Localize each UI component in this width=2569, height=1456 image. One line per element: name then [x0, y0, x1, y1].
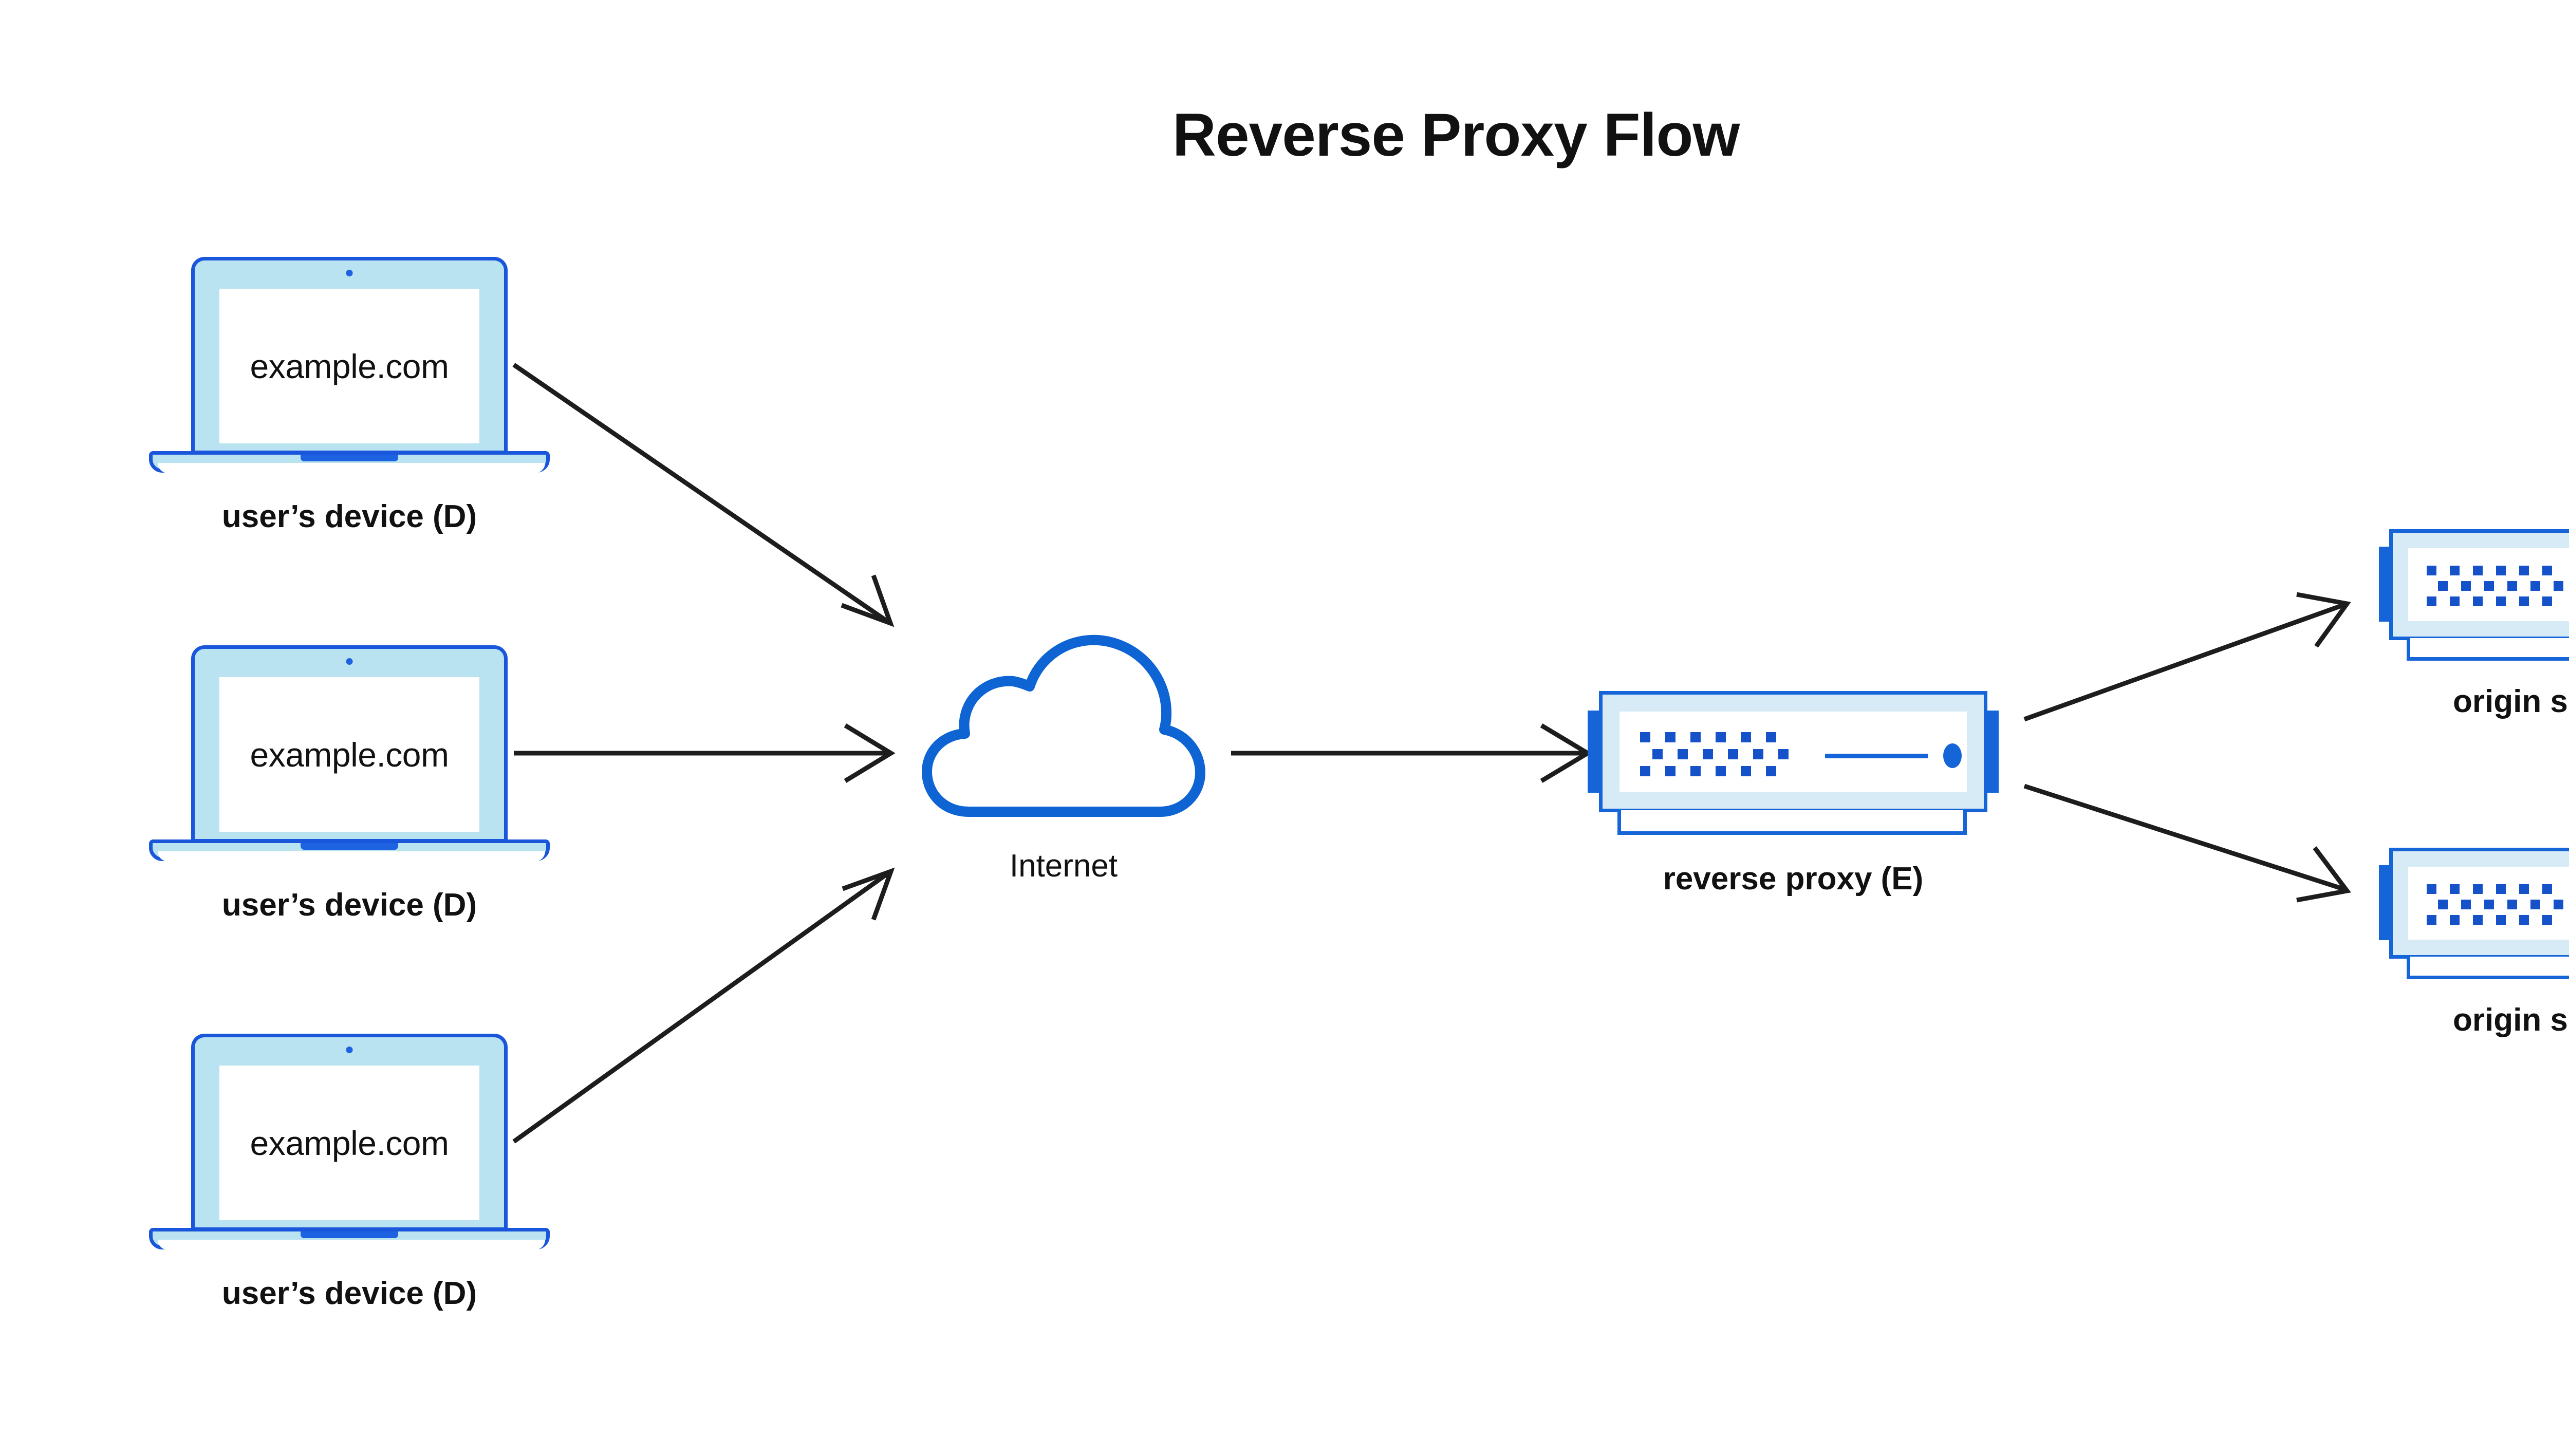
node-label-user-device-bottom: user’s device (D) [221, 1276, 477, 1311]
laptop-base-underside [158, 463, 545, 473]
edge-proxy-to-origin-top [2023, 603, 2344, 722]
screen-url-text: example.com [250, 1124, 450, 1162]
laptop-icon: example.com [149, 645, 550, 862]
laptop-lid: example.com [191, 257, 508, 454]
camera-icon [346, 270, 353, 276]
screen-url-text: example.com [250, 347, 450, 385]
edge-proxy-to-origin-bottom [2023, 783, 2344, 891]
node-label-user-device-top: user’s device (D) [221, 499, 477, 534]
laptop-icon: example.com [149, 1034, 550, 1250]
camera-icon [346, 1047, 353, 1053]
node-label-reverse-proxy: reverse proxy (E) [1663, 861, 1924, 897]
server-chassis [1599, 691, 1987, 812]
laptop-base [149, 451, 550, 473]
server-chassis [2389, 848, 2569, 959]
laptop-icon: example.com [149, 257, 550, 473]
laptop-screen: example.com [219, 677, 479, 832]
node-user-device-middle[interactable]: example.com user’s device (D) [149, 645, 550, 923]
server-shelf [2407, 638, 2569, 661]
laptop-screen: example.com [219, 289, 479, 443]
laptop-base [149, 839, 550, 862]
laptop-notch [301, 843, 398, 850]
edge-device-top-to-internet [512, 363, 889, 624]
server-shelf [1617, 810, 1967, 835]
arrowhead-device-top-to-internet [841, 574, 895, 627]
node-user-device-top[interactable]: example.com user’s device (D) [149, 257, 550, 534]
laptop-base [149, 1228, 550, 1250]
server-ports [2427, 566, 2569, 613]
node-label-origin-server-bottom: origin server (F) [2453, 1002, 2569, 1038]
arrowhead-proxy-to-origin-top [2296, 592, 2351, 648]
server-chassis [2389, 529, 2569, 640]
laptop-notch [301, 455, 398, 461]
node-origin-server-bottom[interactable]: origin server (F) [2379, 848, 2569, 1038]
server-face-panel [1619, 712, 1967, 792]
node-user-device-bottom[interactable]: example.com user’s device (D) [149, 1034, 550, 1311]
arrowhead-device-middle-to-internet [844, 723, 896, 783]
screen-url-text: example.com [250, 735, 450, 774]
server-face-panel [2408, 548, 2569, 621]
server-icon [2379, 529, 2569, 665]
arrowhead-proxy-to-origin-bottom [2296, 846, 2351, 903]
server-icon [1588, 691, 1999, 840]
edge-device-bottom-to-internet [512, 871, 889, 1144]
node-reverse-proxy[interactable]: reverse proxy (E) [1588, 691, 1999, 897]
cloud-icon [920, 632, 1207, 837]
laptop-base-underside [158, 851, 545, 862]
server-ports [2427, 884, 2569, 931]
server-ports [1640, 732, 1794, 783]
node-label-user-device-middle: user’s device (D) [221, 887, 477, 923]
node-origin-server-top[interactable]: origin server (F) [2379, 529, 2569, 719]
server-status-dot [1943, 743, 1962, 768]
laptop-lid: example.com [191, 1034, 508, 1231]
camera-icon [346, 658, 353, 665]
node-label-origin-server-top: origin server (F) [2453, 684, 2569, 719]
laptop-lid: example.com [191, 645, 508, 843]
server-status-line [1825, 754, 1928, 758]
laptop-notch [301, 1231, 398, 1238]
node-label-internet: Internet [1009, 848, 1118, 884]
server-shelf [2407, 957, 2569, 979]
server-icon [2379, 848, 2569, 984]
node-internet[interactable]: Internet [920, 632, 1207, 884]
server-face-panel [2408, 867, 2569, 940]
arrowhead-device-bottom-to-internet [842, 867, 895, 921]
page-title: Reverse Proxy Flow [1172, 101, 1740, 169]
laptop-base-underside [158, 1240, 545, 1250]
laptop-screen: example.com [219, 1066, 479, 1220]
